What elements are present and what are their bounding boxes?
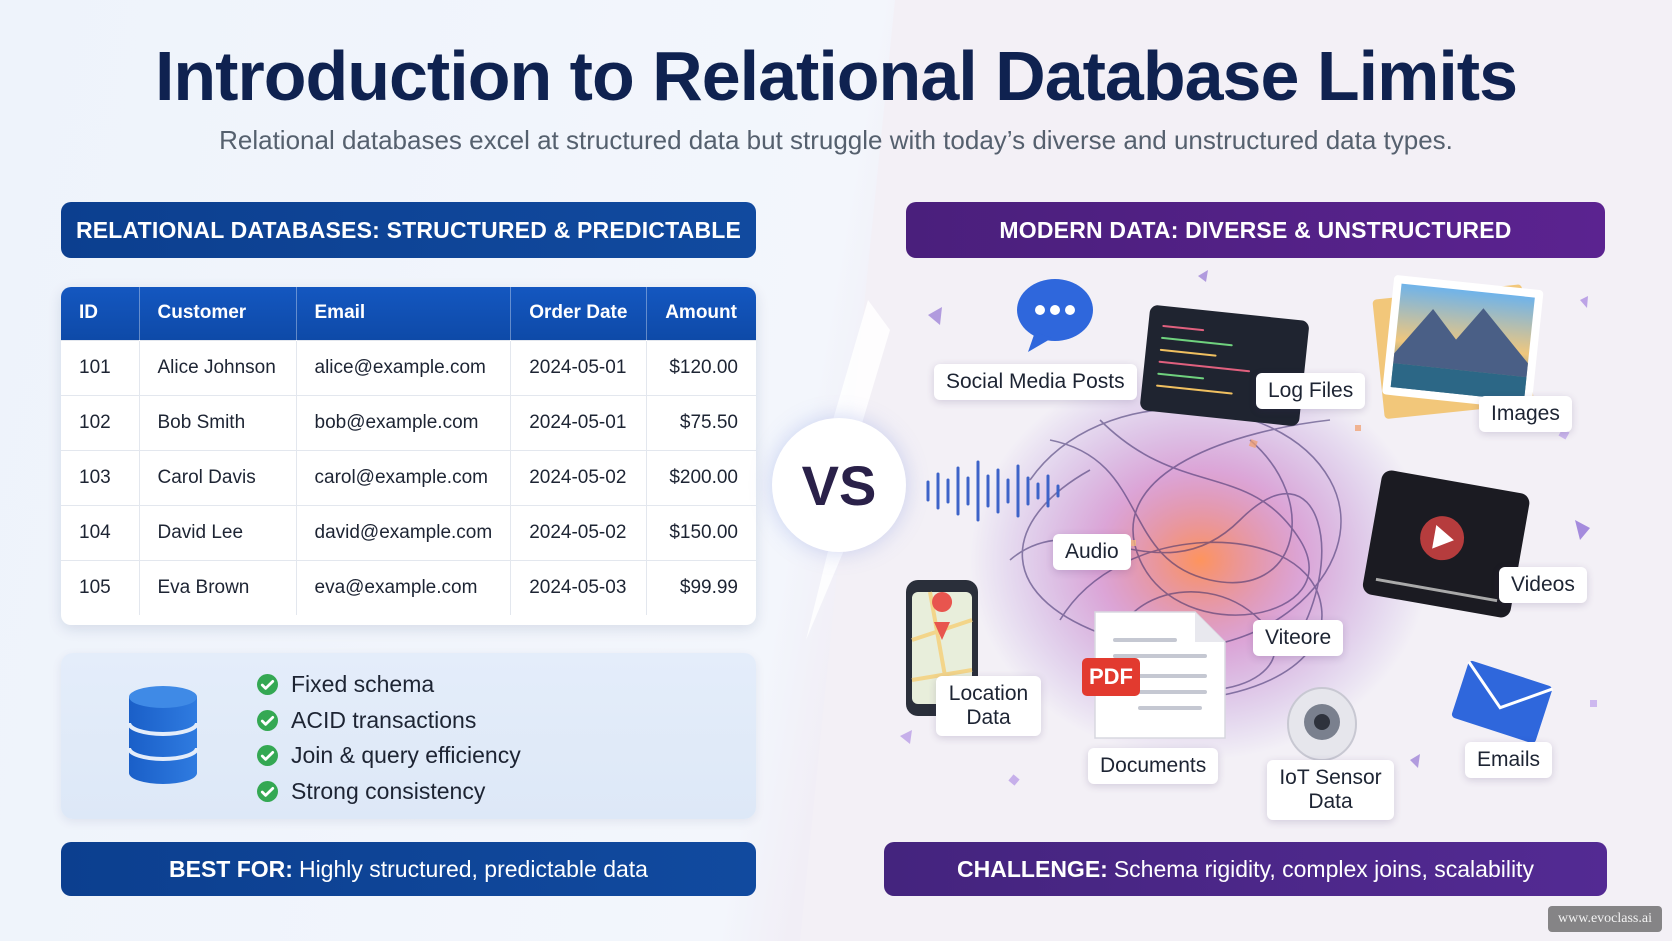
footer-text: Schema rigidity, complex joins, scalabil… (1113, 855, 1534, 882)
relational-banner: RELATIONAL DATABASES: STRUCTURED & PREDI… (61, 202, 756, 258)
feature-text: ACID transactions (291, 706, 477, 733)
table-cell: Bob Smith (139, 394, 297, 450)
feature-text: Strong consistency (291, 777, 486, 804)
table-cell: Alice Johnson (139, 339, 297, 395)
list-item: Fixed schema (257, 667, 521, 703)
table-cell: 105 (61, 559, 140, 615)
tag-videos: Videos (1499, 567, 1587, 603)
vs-badge: VS (772, 418, 906, 552)
table-cell: 2024-05-01 (510, 339, 648, 395)
challenge-footer: CHALLENGE: Schema rigidity, complex join… (884, 842, 1607, 896)
chat-bubble-icon (1017, 279, 1093, 352)
table-cell: 2024-05-03 (510, 559, 648, 615)
footer-label: CHALLENGE: (957, 855, 1108, 882)
table-cell: 2024-05-01 (510, 394, 648, 450)
check-circle-icon (257, 745, 278, 767)
feature-text: Join & query efficiency (291, 742, 521, 769)
column-header: Email (296, 287, 512, 340)
table-row: 103 Carol Davis carol@example.com 2024-0… (61, 449, 756, 505)
tag-audio: Audio (1053, 534, 1131, 570)
best-for-footer: BEST FOR: Highly structured, predictable… (61, 842, 756, 896)
footer-label: BEST FOR: (169, 855, 293, 882)
feature-list: Fixed schema ACID transactions Join & qu… (257, 667, 521, 809)
table-row: 102 Bob Smith bob@example.com 2024-05-01… (61, 394, 756, 450)
pdf-badge-icon: PDF (1082, 658, 1140, 696)
table-cell: bob@example.com (296, 394, 512, 450)
table-cell: 2024-05-02 (510, 449, 648, 505)
table-cell: alice@example.com (296, 339, 512, 395)
customer-orders-table: ID Customer Email Order Date Amount 101 … (61, 287, 756, 625)
tag-social-media-posts: Social Media Posts (934, 364, 1137, 400)
table-row: 104 David Lee david@example.com 2024-05-… (61, 504, 756, 560)
watermark: www.evoclass.ai (1548, 906, 1662, 932)
iot-sensor-icon (1287, 687, 1357, 761)
table-cell: $99.99 (646, 559, 756, 615)
table-cell: eva@example.com (296, 559, 512, 615)
table-header-row: ID Customer Email Order Date Amount (61, 287, 756, 340)
table-cell: David Lee (139, 504, 297, 560)
tag-emails: Emails (1465, 742, 1553, 778)
table-cell: $200.00 (646, 449, 756, 505)
list-item: Join & query efficiency (257, 738, 521, 774)
confetti-decoration (900, 270, 1597, 786)
check-circle-icon (257, 780, 278, 802)
table-row: 101 Alice Johnson alice@example.com 2024… (61, 339, 756, 395)
document-icon (1094, 611, 1226, 739)
check-circle-icon (257, 709, 278, 731)
table-cell: Eva Brown (139, 559, 297, 615)
feature-text: Fixed schema (291, 671, 435, 698)
tag-location-data: Location Data (936, 676, 1041, 736)
relational-features-panel: Fixed schema ACID transactions Join & qu… (61, 653, 756, 819)
audio-waveform-icon (926, 460, 1060, 522)
list-item: Strong consistency (257, 774, 521, 810)
tag-iot-sensor-data: IoT Sensor Data (1267, 760, 1394, 820)
photo-icon (1372, 275, 1544, 419)
table-cell: carol@example.com (296, 449, 512, 505)
modern-data-banner: MODERN DATA: DIVERSE & UNSTRUCTURED (906, 202, 1605, 258)
table-cell: $120.00 (646, 339, 756, 395)
tag-video-small: Viteore (1253, 620, 1344, 656)
footer-text: Highly structured, predictable data (298, 855, 648, 882)
table-cell: Carol Davis (139, 449, 297, 505)
table-cell: david@example.com (296, 504, 512, 560)
table-cell: $150.00 (646, 504, 756, 560)
database-icon (127, 686, 199, 784)
table-cell: 2024-05-02 (510, 504, 648, 560)
table-cell: 102 (61, 394, 140, 450)
tag-documents: Documents (1088, 748, 1219, 784)
check-circle-icon (257, 674, 278, 696)
tag-images: Images (1479, 396, 1572, 432)
table-cell: $75.50 (646, 394, 756, 450)
column-header: Customer (139, 287, 297, 340)
table-row: 105 Eva Brown eva@example.com 2024-05-03… (61, 559, 756, 615)
column-header: ID (61, 287, 140, 340)
tag-log-files: Log Files (1256, 373, 1366, 409)
table-cell: 103 (61, 449, 140, 505)
video-player-icon (1362, 470, 1530, 618)
table-cell: 104 (61, 504, 140, 560)
list-item: ACID transactions (257, 703, 521, 739)
page-subtitle: Relational databases excel at structured… (219, 125, 1453, 155)
column-header: Amount (646, 287, 756, 340)
table-cell: 101 (61, 339, 140, 395)
column-header: Order Date (510, 287, 648, 340)
page-title: Introduction to Relational Database Limi… (154, 37, 1518, 115)
email-envelope-icon (1451, 660, 1554, 744)
